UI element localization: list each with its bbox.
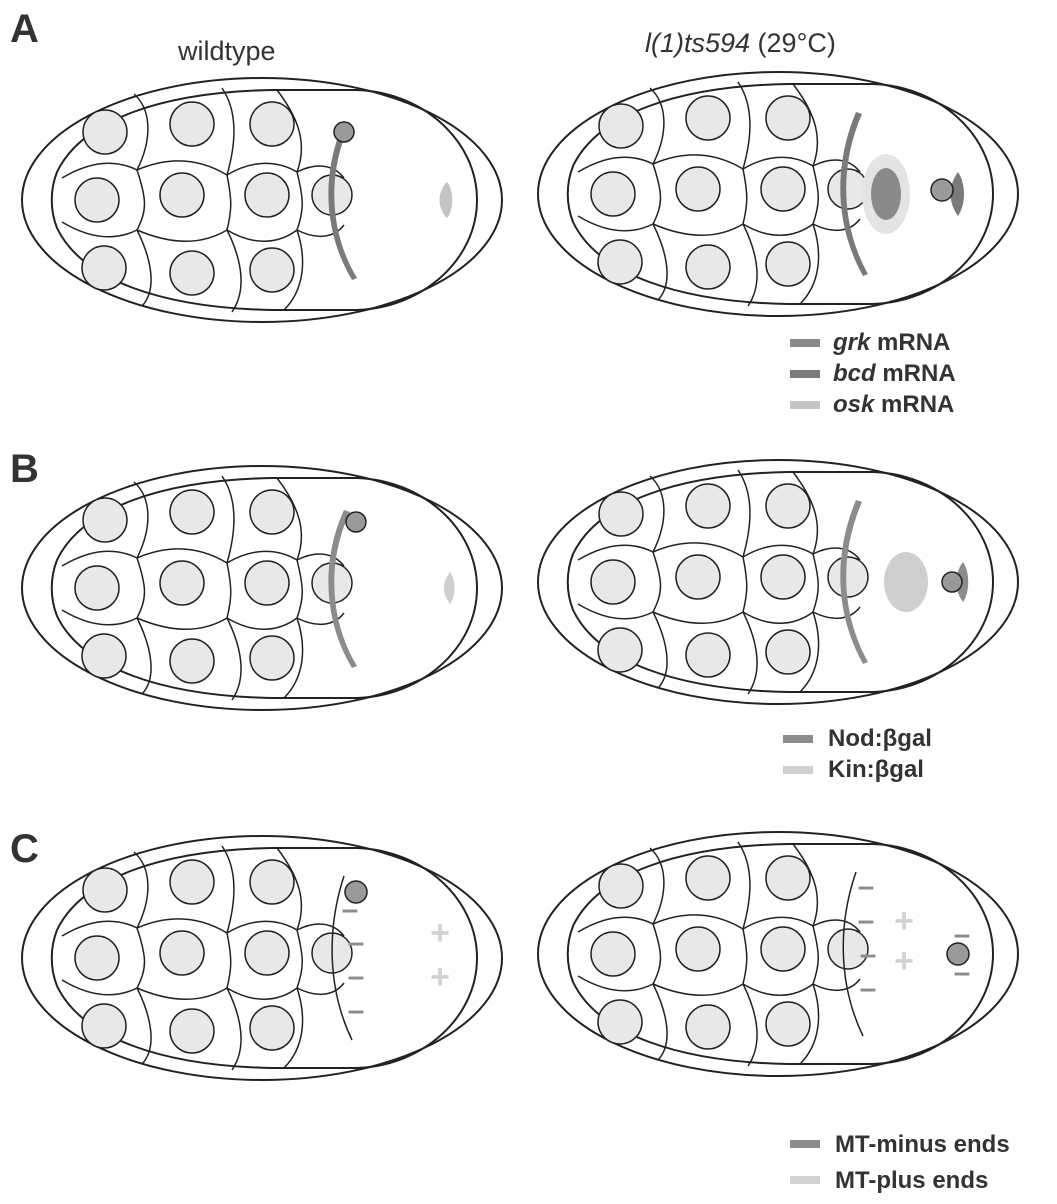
panel-label-b: B	[10, 447, 39, 491]
legend-swatch-bcd	[790, 370, 820, 378]
mt-minus-mark: –	[348, 994, 365, 1027]
legend-label-mt-minus: MT-minus ends	[835, 1131, 1010, 1158]
panel-b-wildtype-egg-chamber	[22, 466, 502, 710]
legend-label-osk: osk mRNA	[833, 391, 954, 418]
column-title-mutant: l(1)ts594 (29°C)	[645, 28, 836, 58]
legend-swatch-mt-plus	[790, 1176, 820, 1184]
mt-minus-mark: –	[954, 956, 971, 989]
kin-bgal-posterior	[444, 572, 455, 604]
legend-label-mt-plus: MT-plus ends	[835, 1167, 988, 1194]
mt-minus-mark: –	[860, 972, 877, 1005]
mt-minus-mark: –	[342, 893, 359, 926]
panel-c-mutant-egg-chamber: – – – – + + – –	[538, 832, 1018, 1076]
panel-c-wildtype-egg-chamber: – – – – + +	[22, 836, 502, 1080]
legend-b: Nod:βgal Kin:βgal	[783, 725, 932, 783]
legend-label-bcd: bcd mRNA	[833, 360, 956, 387]
mt-plus-mark: +	[430, 958, 450, 996]
panel-label-c: C	[10, 827, 39, 871]
legend-label-grk: grk mRNA	[832, 329, 950, 356]
mt-plus-mark: +	[894, 902, 914, 940]
legend-label-nod: Nod:βgal	[828, 725, 932, 752]
oocyte-nucleus-icon	[334, 122, 354, 142]
oocyte-nucleus-icon-b-mutant	[942, 572, 962, 592]
mt-plus-mark: +	[894, 942, 914, 980]
legend-swatch-nod	[783, 735, 813, 743]
mt-minus-mark: –	[348, 960, 365, 993]
panel-b-mutant-egg-chamber	[538, 460, 1018, 704]
mt-minus-mark: –	[348, 926, 365, 959]
osk-mrna-crescent	[440, 182, 453, 218]
panel-a-wildtype-egg-chamber	[22, 78, 502, 322]
legend-a: grk mRNA bcd mRNA osk mRNA	[790, 329, 956, 418]
oocyte-nucleus-icon-mutant	[931, 179, 953, 201]
mutant-temperature: (29°C)	[750, 28, 836, 58]
mt-minus-mark: –	[858, 870, 875, 903]
mutant-gene-name: l(1)ts594	[645, 28, 750, 58]
mt-minus-mark: –	[858, 904, 875, 937]
grk-mrna-ectopic	[871, 168, 901, 220]
mt-plus-mark: +	[430, 914, 450, 952]
panel-a-mutant-egg-chamber	[538, 72, 1018, 316]
legend-swatch-mt-minus	[790, 1140, 820, 1148]
legend-swatch-osk	[790, 401, 820, 409]
legend-label-kin: Kin:βgal	[828, 756, 924, 783]
legend-swatch-kin	[783, 766, 813, 774]
panel-label-a: A	[10, 7, 39, 51]
kin-bgal-ectopic	[884, 552, 928, 612]
mt-minus-mark: –	[954, 918, 971, 951]
mt-minus-mark: –	[860, 938, 877, 971]
oocyte-nucleus-icon-b	[346, 512, 366, 532]
column-title-wildtype: wildtype	[177, 36, 276, 66]
legend-swatch-grk	[790, 339, 820, 347]
legend-c: MT-minus ends MT-plus ends	[790, 1131, 1010, 1194]
